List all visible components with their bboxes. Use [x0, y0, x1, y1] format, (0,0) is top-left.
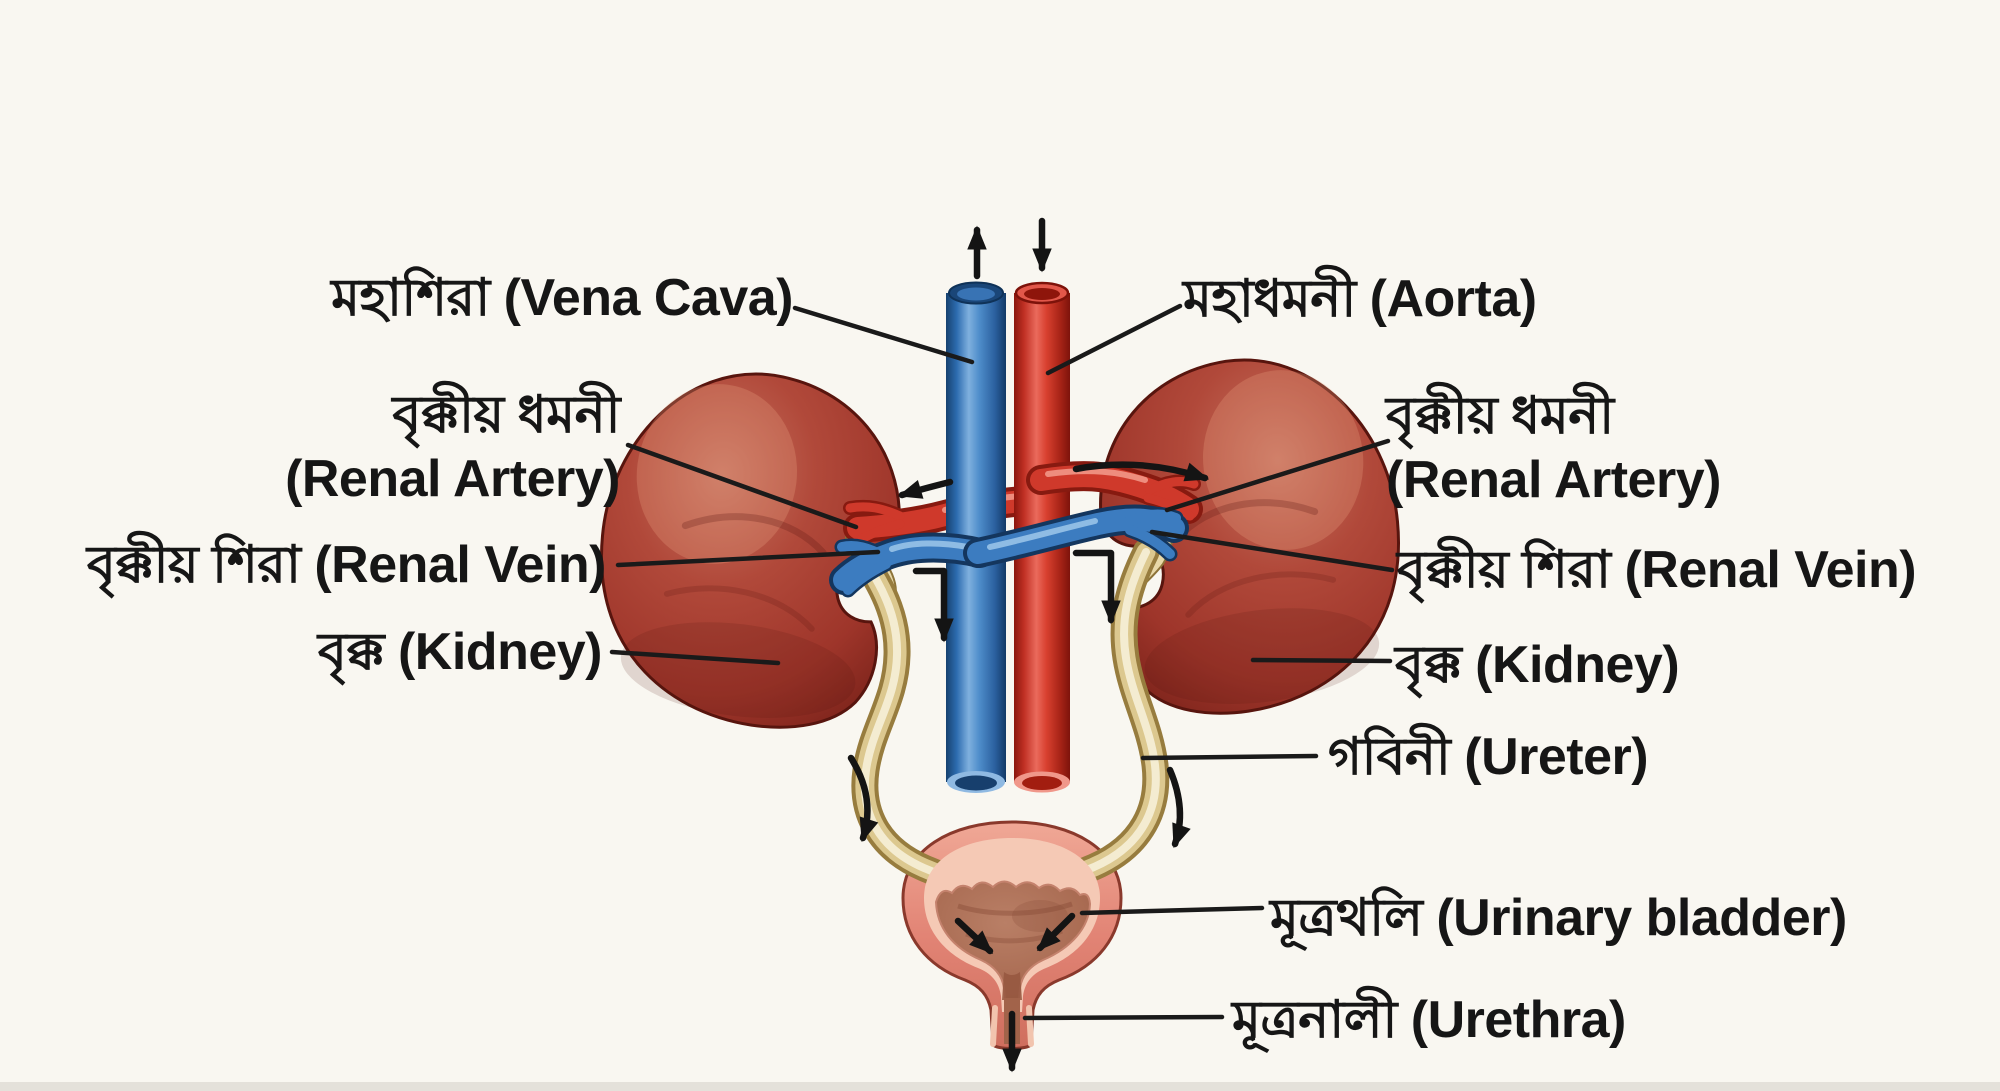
ureter-left — [850, 546, 989, 907]
renal-artery-right — [1026, 461, 1203, 524]
label-vena-cava: মহাশিরা (Vena Cava) — [331, 269, 793, 327]
label-kidney-left: বৃক্ক (Kidney) — [317, 623, 603, 681]
pointer-line-renal-vein-right — [1149, 529, 1395, 573]
arrow-curved-left-ureter — [847, 754, 879, 843]
pointer-line-ureter — [1140, 753, 1319, 761]
pointer-line-urethra — [1022, 1014, 1225, 1021]
renal-vein-right — [963, 504, 1189, 568]
pointer-line-kidney-right — [1250, 657, 1393, 664]
pointer-line-bladder — [1079, 905, 1265, 916]
label-urethra: মূত্রনালী (Urethra) — [1232, 991, 1626, 1049]
arrow-bent-right — [1072, 549, 1121, 625]
pointer-line-renal-vein-left — [615, 549, 881, 568]
label-kidney-right: বৃক্ক (Kidney) — [1395, 636, 1680, 694]
pointer-line-aorta — [1045, 303, 1183, 376]
label-renal-artery-right: বৃক্কীয় ধমনী (Renal Artery) — [1386, 384, 1721, 512]
arrow-bladder-right — [1036, 912, 1076, 952]
urinary-bladder-interior — [924, 838, 1100, 1012]
label-renal-vein-left: বৃক্কীয় শিরা (Renal Vein) — [86, 536, 607, 594]
flow-arrows — [847, 217, 1210, 1073]
label-renal-artery-right-bn: বৃক্কীয় ধমনী — [1386, 387, 1614, 445]
pointer-line-renal-artery-left — [625, 442, 859, 530]
pointer-line-vena-cava — [792, 305, 975, 365]
pointer-lines — [609, 303, 1395, 1021]
label-renal-artery-right-en: (Renal Artery) — [1386, 451, 1721, 509]
label-ureter: গবিনী (Ureter) — [1328, 728, 1649, 786]
renal-vein-left — [829, 532, 995, 598]
label-aorta: মহাধমনী (Aorta) — [1183, 270, 1537, 328]
label-renal-artery-left-bn: বৃক্কীয় ধমনী — [392, 386, 620, 444]
bottom-edge-shading — [0, 1082, 2000, 1091]
pointer-line-renal-artery-right — [1164, 438, 1391, 513]
arrow-into-right-kidney — [1072, 461, 1210, 482]
label-renal-artery-left-en: (Renal Artery) — [285, 450, 620, 508]
kidney-right — [1099, 358, 1400, 715]
arrow-curved-right-ureter — [1166, 766, 1191, 849]
pointer-line-kidney-left — [609, 649, 781, 666]
arrow-bent-left — [912, 567, 954, 643]
label-renal-artery-left: বৃক্কীয় ধমনী (Renal Artery) — [285, 383, 620, 511]
label-renal-vein-right: বৃক্কীয় শিরা (Renal Vein) — [1397, 541, 1917, 599]
arrow-bladder-left — [954, 917, 994, 955]
arrow-into-left-kidney — [897, 478, 954, 499]
label-urinary-bladder: মূত্রথলি (Urinary bladder) — [1270, 889, 1847, 947]
